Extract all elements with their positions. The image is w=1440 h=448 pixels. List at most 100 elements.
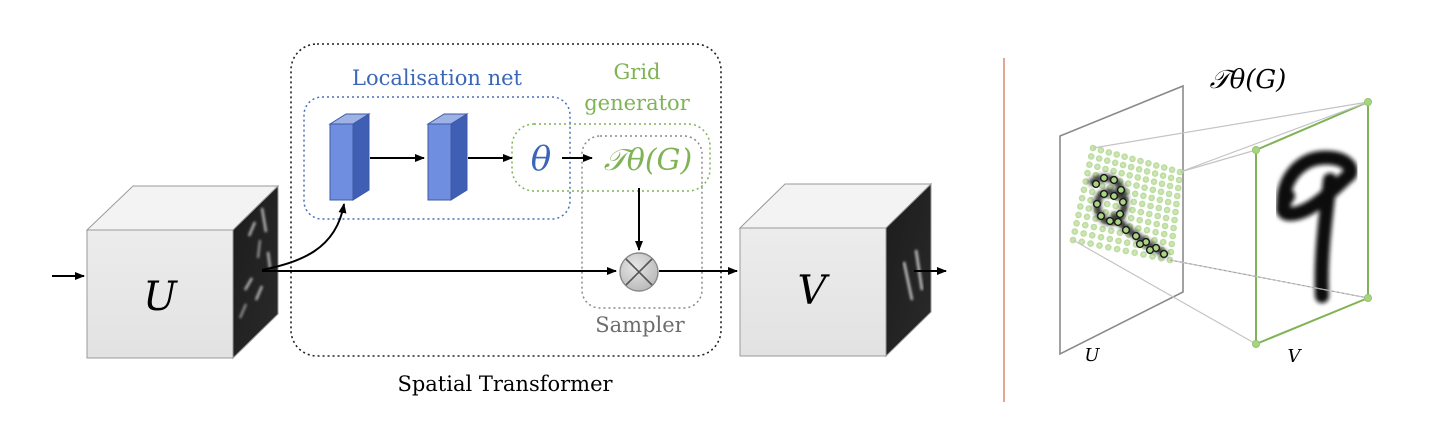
localisation-layer-1 [328,113,371,201]
grid-point [1127,163,1135,171]
grid-point [1078,194,1086,202]
grid-point [1090,223,1098,231]
digit-sample-point [1091,179,1101,189]
digit-sample-point [1099,189,1109,199]
grid-point [1127,214,1135,222]
digit-sample-point [1145,245,1155,255]
grid-point [1087,153,1095,160]
grid-point [1134,174,1142,181]
grid-point [1142,176,1150,183]
grid-point [1087,240,1094,247]
digit-sample-point [1105,216,1115,226]
output-plane-label: V [1288,346,1303,367]
grid-point [1096,242,1103,249]
digit-sample-point [1115,209,1125,219]
grid-point [1115,237,1122,245]
grid-point [1167,174,1175,182]
grid-point [1143,226,1151,234]
grid-point [1082,178,1089,185]
grid-point [1123,239,1131,246]
grid-point [1122,247,1130,255]
grid-point [1156,196,1164,204]
grid-point [1104,200,1111,208]
output-corner-markers [1252,98,1373,348]
grid-point [1097,233,1105,241]
grid-point [1077,203,1084,210]
grid-point [1167,248,1175,256]
grid-point [1151,236,1158,244]
grid-point [1075,211,1082,219]
grid-point [1159,172,1167,179]
grid-point [1080,230,1087,237]
grid-point [1170,224,1177,232]
digit-sample-point [1121,225,1131,235]
grid-point [1158,180,1166,188]
grid-point [1086,161,1093,168]
grid-point [1151,170,1159,177]
grid-point [1110,167,1117,175]
grid-point [1083,213,1091,221]
grid-point [1135,166,1143,173]
grid-point [1140,192,1147,200]
grid-point [1080,186,1088,194]
grid-point [1097,146,1105,154]
grid-point [1165,190,1173,198]
correspondence-dotted-line [1169,259,1369,299]
transform-label: 𝒯θ(G) [604,143,692,178]
grid-generator-label-line1: Grid [614,60,661,84]
module-caption: Spatial Transformer [397,372,613,396]
sampler-node [619,252,659,292]
localisation-net-label: Localisation net [352,66,523,90]
grid-point [1073,220,1080,227]
grid-point [1161,222,1169,230]
grid-point [1144,218,1152,226]
grid-point [1116,229,1124,236]
grid-point [1163,206,1171,214]
grid-point [1087,196,1094,204]
grid-point [1143,168,1151,175]
grid-point [1149,253,1156,260]
grid-generator-label-line2: generator [584,91,690,115]
digit-sample-point [1159,249,1169,259]
grid-point [1094,163,1101,171]
grid-point [1130,198,1138,206]
grid-point [1113,245,1121,253]
grid-point [1137,208,1145,216]
grid-point [1157,188,1165,196]
grid-point [1089,232,1096,239]
digit-sample-point [1116,185,1126,195]
grid-point [1088,188,1096,196]
digit-sample-point [1109,191,1119,201]
grid-point [1129,206,1136,214]
grid-point [1162,214,1170,222]
sampler-boundary [581,135,703,309]
grid-point [1119,161,1127,169]
grid-point [1131,249,1138,256]
grid-point [1136,216,1143,224]
digit-sample-point [1113,217,1123,227]
input-to-localisation-arrow [261,203,347,271]
grid-point [1105,244,1112,251]
grid-point [1098,182,1106,189]
grid-point [1140,251,1147,258]
grid-point [1174,192,1181,200]
input-plane-label: U [1084,345,1100,366]
digit-sample-point [1118,197,1128,207]
digit-sample-point [1096,211,1106,221]
grid-point [1095,155,1103,162]
grid-point [1107,227,1115,235]
grid-point [1172,208,1179,216]
output-cube-label: V [798,268,831,314]
grid-point [1141,184,1148,191]
grid-point [1169,232,1176,240]
grid-point [1112,202,1119,210]
output-plane-v [1255,100,1369,346]
grid-point [1126,172,1133,179]
grid-point [1121,153,1128,160]
theta-symbol: θ [531,139,551,179]
grid-point [1171,216,1178,224]
grid-point [1103,157,1111,164]
grid-point [1145,160,1152,167]
grid-point [1099,225,1106,233]
